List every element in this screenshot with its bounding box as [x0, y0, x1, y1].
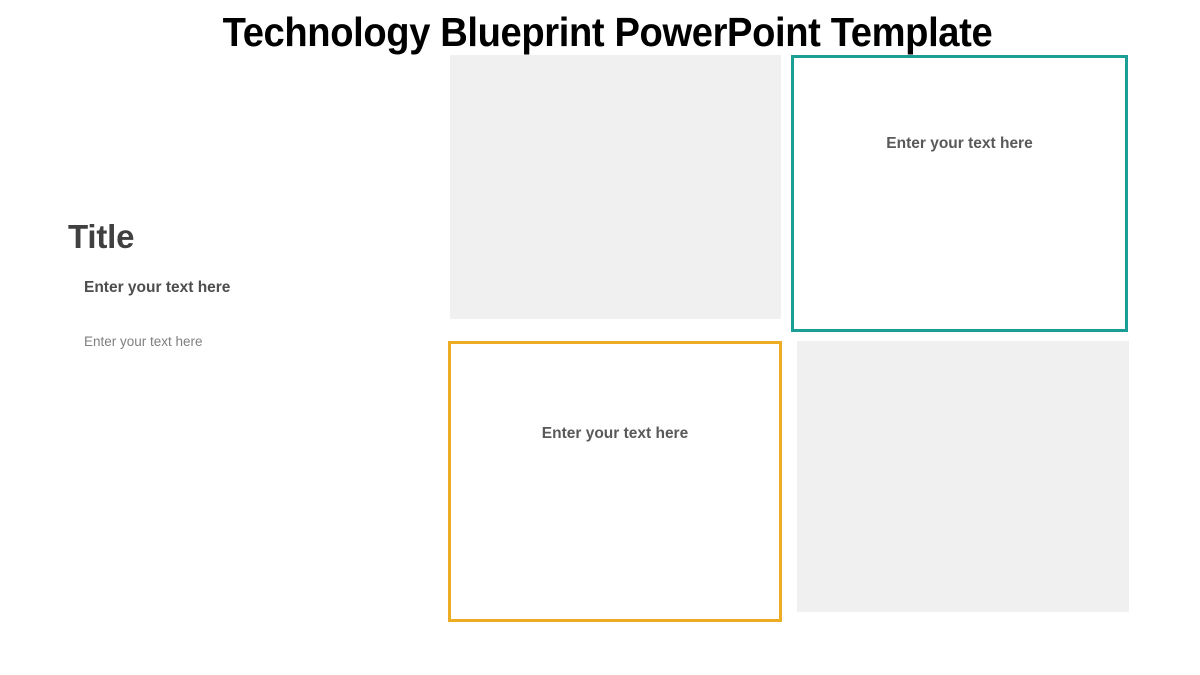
- placeholder-label-orange: Enter your text here: [541, 425, 689, 442]
- left-text-block: Title Enter your text here Enter your te…: [68, 218, 398, 351]
- section-subheading: Enter your text here: [84, 279, 231, 296]
- page-title: Technology Blueprint PowerPoint Template: [222, 9, 993, 55]
- placeholder-box-gray-top-left[interactable]: [450, 55, 781, 319]
- placeholder-box-orange-bottom-left[interactable]: Enter your text here: [448, 341, 782, 622]
- section-heading: Title: [68, 218, 135, 255]
- placeholder-box-teal-top-right[interactable]: Enter your text here: [791, 55, 1128, 332]
- placeholder-box-gray-bottom-right[interactable]: [797, 341, 1129, 612]
- section-body-text: Enter your text here: [84, 334, 203, 349]
- placeholder-label-teal: Enter your text here: [886, 135, 1033, 152]
